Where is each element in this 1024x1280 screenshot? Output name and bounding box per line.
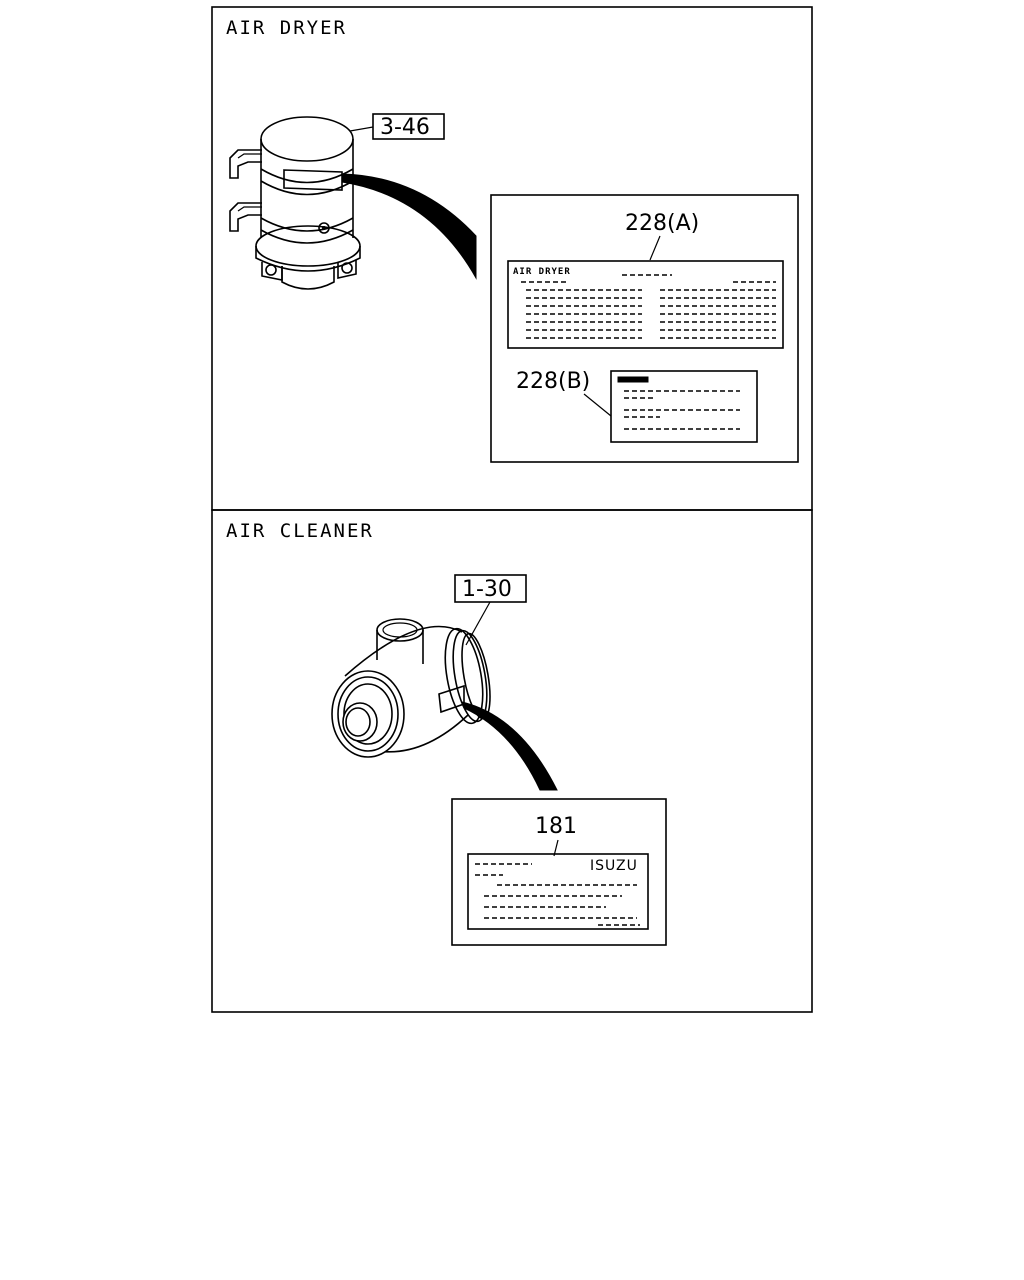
air-cleaner-ref-box [454,574,527,603]
air-cleaner-ref-number: 1-30 [462,577,512,602]
isuzu-logo: ISUZU [590,858,638,874]
air-cleaner-panel: AIR CLEANER 1-30 [211,509,813,1013]
air-cleaner-detail-leader [461,701,558,791]
air-cleaner-title: AIR CLEANER [226,520,374,542]
label-228a-ref: 228(A) [625,211,699,236]
air-dryer-illustration [229,116,361,290]
air-dryer-ref-number: 3-46 [380,115,430,140]
label-228a-text-lines [521,274,776,339]
label-181-text-lines [475,863,640,926]
label-228a-title: AIR DRYER [513,267,571,277]
air-dryer-ref-box [372,113,445,140]
label-228b-plate [610,370,758,443]
label-228a-plate [507,260,784,349]
air-dryer-title: AIR DRYER [226,17,347,39]
air-dryer-detail-leader [341,173,477,280]
label-181-plate [467,853,649,930]
air-cleaner-frame [211,509,813,1013]
label-228b-ref: 228(B) [516,369,590,394]
air-dryer-panel: AIR DRYER [211,6,813,511]
label-181-ref: 181 [535,814,577,839]
label-228b-text-lines [617,376,740,430]
air-cleaner-detail-box [451,798,667,946]
air-cleaner-illustration [331,618,491,758]
